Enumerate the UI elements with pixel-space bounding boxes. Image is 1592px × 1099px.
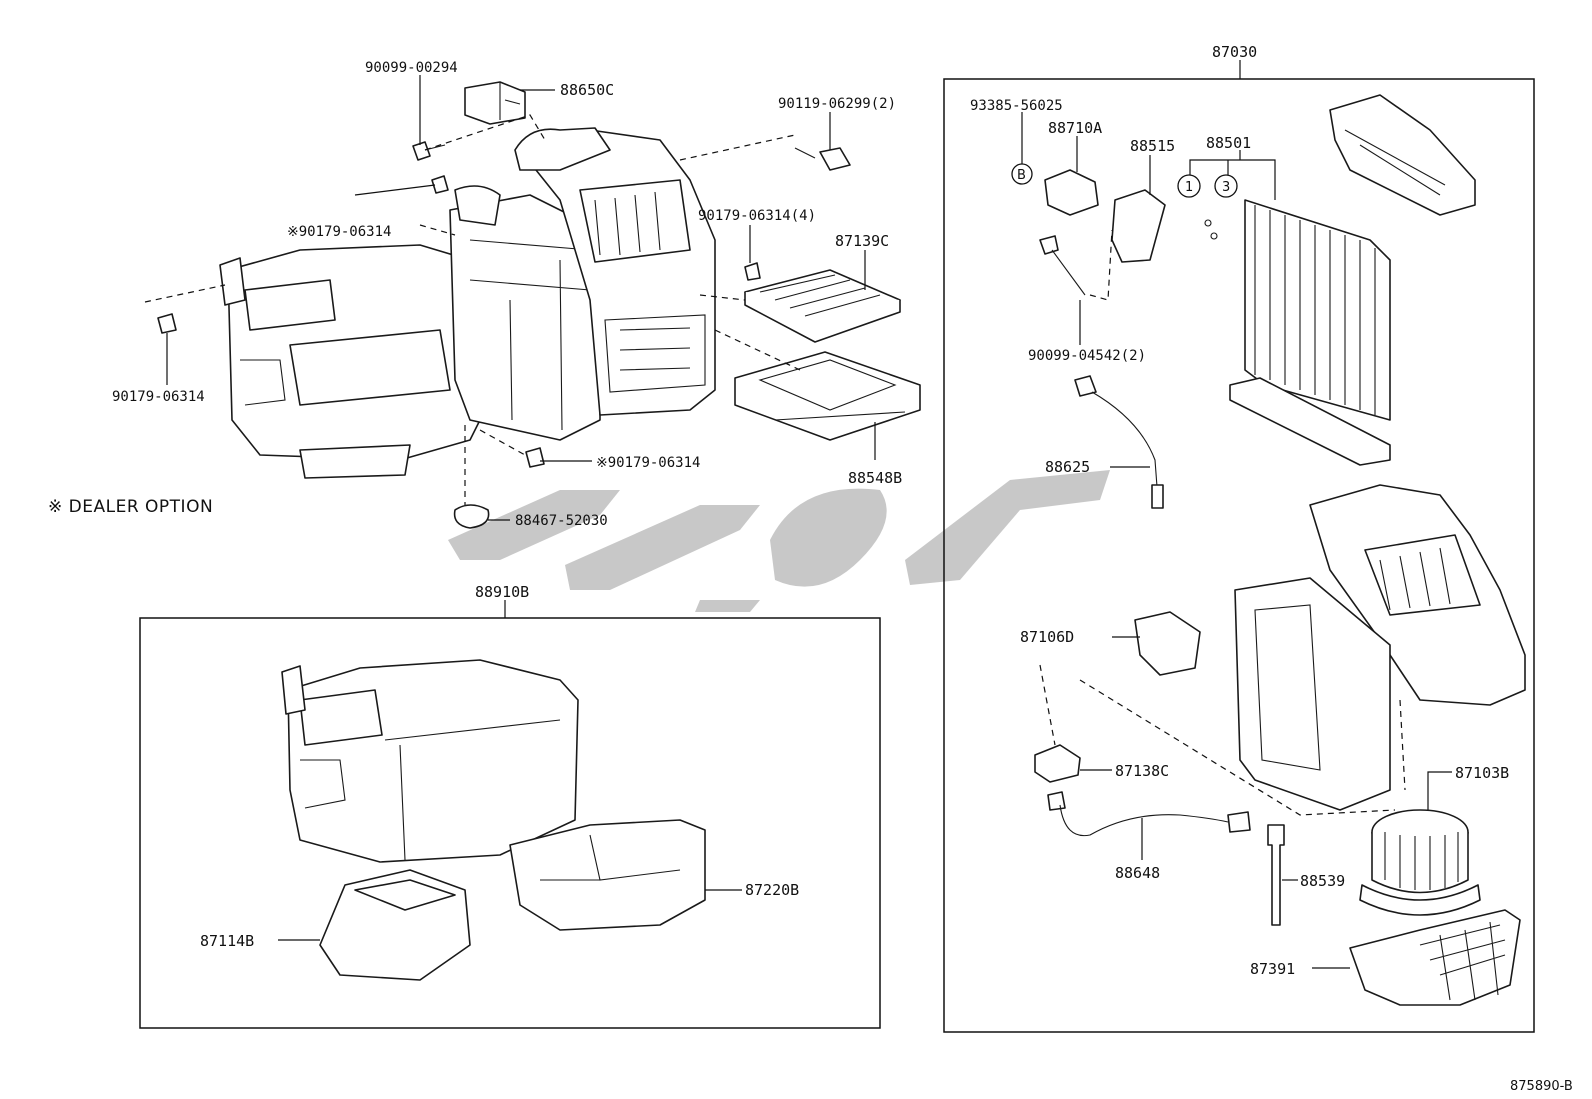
clip-90179-06314-left	[157, 313, 177, 334]
label-88539: 88539	[1300, 872, 1345, 890]
main-unit-assembly	[219, 127, 716, 479]
label-90179-06314-left: 90179-06314	[112, 389, 205, 405]
leader-line	[1427, 771, 1452, 810]
label-87106D: 87106D	[1020, 628, 1074, 646]
label-88548B: 88548B	[848, 469, 902, 487]
part-88710A	[1044, 169, 1099, 216]
label-87139C: 87139C	[835, 232, 889, 250]
part-87030-upper-case	[1329, 94, 1476, 216]
dash-line	[1079, 679, 1396, 816]
part-88625-sensor	[1074, 375, 1164, 509]
part-87391-case	[1349, 909, 1521, 1006]
part-88467-52030	[453, 504, 490, 529]
label-88910B: 88910B	[475, 583, 529, 601]
o-ring-small	[1210, 232, 1218, 240]
part-87114B-duct	[319, 869, 471, 981]
dash-line	[699, 294, 746, 301]
label-87220B: 87220B	[745, 881, 799, 899]
dash-line	[479, 429, 526, 456]
clip-90179-06314-lower	[525, 447, 545, 468]
label-90119-06299: 90119-06299(2)	[778, 96, 896, 112]
watermark-logo	[448, 470, 1110, 612]
circle-marker-1: 1	[1177, 174, 1201, 198]
drawing-code: 875890-B	[1510, 1079, 1573, 1094]
dash-line	[1039, 664, 1056, 746]
label-93385-56025: 93385-56025	[970, 98, 1063, 114]
label-90099-00294: 90099-00294	[365, 60, 458, 76]
dash-line	[144, 284, 226, 303]
part-88515	[1111, 189, 1166, 263]
label-90179-06314-option: ※90179-06314	[287, 224, 391, 240]
label-87138C: 87138C	[1115, 762, 1169, 780]
label-90099-04542: 90099-04542(2)	[1028, 348, 1146, 364]
label-87391: 87391	[1250, 960, 1295, 978]
clip-90179-06314-x4	[744, 262, 761, 281]
part-87138C	[1034, 744, 1081, 783]
part-87103B-blower	[1359, 809, 1481, 916]
dealer-option-note: ※ DEALER OPTION	[48, 497, 213, 517]
leader-line	[1189, 150, 1276, 200]
dash-line	[1399, 699, 1406, 791]
label-88650C: 88650C	[560, 81, 614, 99]
label-87103B: 87103B	[1455, 764, 1509, 782]
circle-B-text: B	[1017, 168, 1026, 183]
dash-line	[424, 114, 546, 151]
part-87139C-filter	[744, 269, 901, 343]
part-88650C	[464, 81, 526, 125]
part-88501-evaporator	[1229, 199, 1391, 466]
circle-3-text: 3	[1222, 180, 1230, 195]
part-90099-04542-screw	[1039, 235, 1086, 296]
circle-1-text: 1	[1185, 180, 1193, 195]
part-87106D	[1134, 611, 1201, 676]
circle-marker-B: B	[1011, 163, 1033, 185]
part-88548B-tray	[734, 351, 921, 441]
label-90179-06314-x4: 90179-06314(4)	[698, 208, 816, 224]
label-88710A: 88710A	[1048, 119, 1102, 137]
part-88539-pipe	[1267, 824, 1285, 926]
sub-assembly-frame-88910B	[139, 617, 881, 1029]
clip-90179-06314-upper	[431, 175, 449, 194]
leader-line	[354, 184, 436, 196]
dash-line	[1089, 229, 1113, 301]
circle-marker-3: 3	[1214, 174, 1238, 198]
part-88910B-heater-case	[281, 659, 579, 863]
part-88648-harness	[1047, 791, 1251, 837]
label-87030: 87030	[1212, 43, 1257, 61]
dash-line	[714, 329, 801, 371]
label-88515: 88515	[1130, 137, 1175, 155]
part-87220B-duct	[509, 819, 706, 931]
label-87114B: 87114B	[200, 932, 254, 950]
label-90179-06314-lower: ※90179-06314	[596, 455, 700, 471]
label-88467-52030: 88467-52030	[515, 513, 608, 529]
part-87030-lower-case	[1234, 484, 1526, 811]
sub-assembly-frame-87030	[943, 78, 1535, 1033]
dash-line	[679, 134, 796, 161]
o-ring-small	[1204, 219, 1212, 227]
part-90119-06299	[794, 147, 851, 171]
label-88648: 88648	[1115, 864, 1160, 882]
label-88501: 88501	[1206, 134, 1251, 152]
label-88625: 88625	[1045, 458, 1090, 476]
